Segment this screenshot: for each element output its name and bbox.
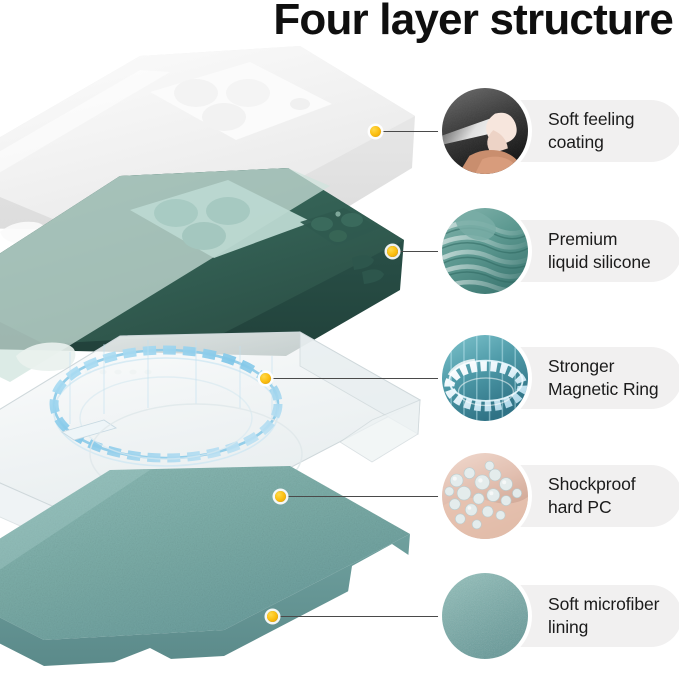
connector-line-4 (283, 496, 448, 497)
soft-microfiber-lining-photo (438, 569, 532, 663)
callout-label-2: Premium liquid silicone (548, 229, 651, 272)
marker-dot-4 (275, 491, 286, 502)
magnetic-ring-layer (49, 340, 283, 467)
marker-dot-3 (260, 373, 271, 384)
callout-label-5: Soft microfiber lining (548, 594, 660, 637)
exploded-phone-case-illustration (0, 46, 422, 679)
callout-label-4: Shockproof hard PC (548, 474, 636, 517)
marker-dot-1 (370, 126, 381, 137)
microfiber-lining-layer (0, 466, 410, 679)
page-title: Four layer structure (273, 0, 673, 44)
connector-line-2 (395, 251, 448, 252)
liquid-silicone-layer (0, 168, 404, 382)
connector-line-5 (275, 616, 448, 617)
callout-label-3: Stronger Magnetic Ring (548, 356, 659, 399)
connector-line-1 (378, 131, 448, 132)
marker-dot-2 (387, 246, 398, 257)
connector-line-3 (268, 378, 448, 379)
premium-liquid-silicone-photo (438, 204, 532, 298)
stronger-magnetic-ring-photo (438, 331, 532, 425)
marker-dot-5 (267, 611, 278, 622)
shockproof-hard-pc-photo (438, 449, 532, 543)
soft-feeling-coating-photo (438, 84, 532, 178)
callout-label-1: Soft feeling coating (548, 109, 635, 152)
